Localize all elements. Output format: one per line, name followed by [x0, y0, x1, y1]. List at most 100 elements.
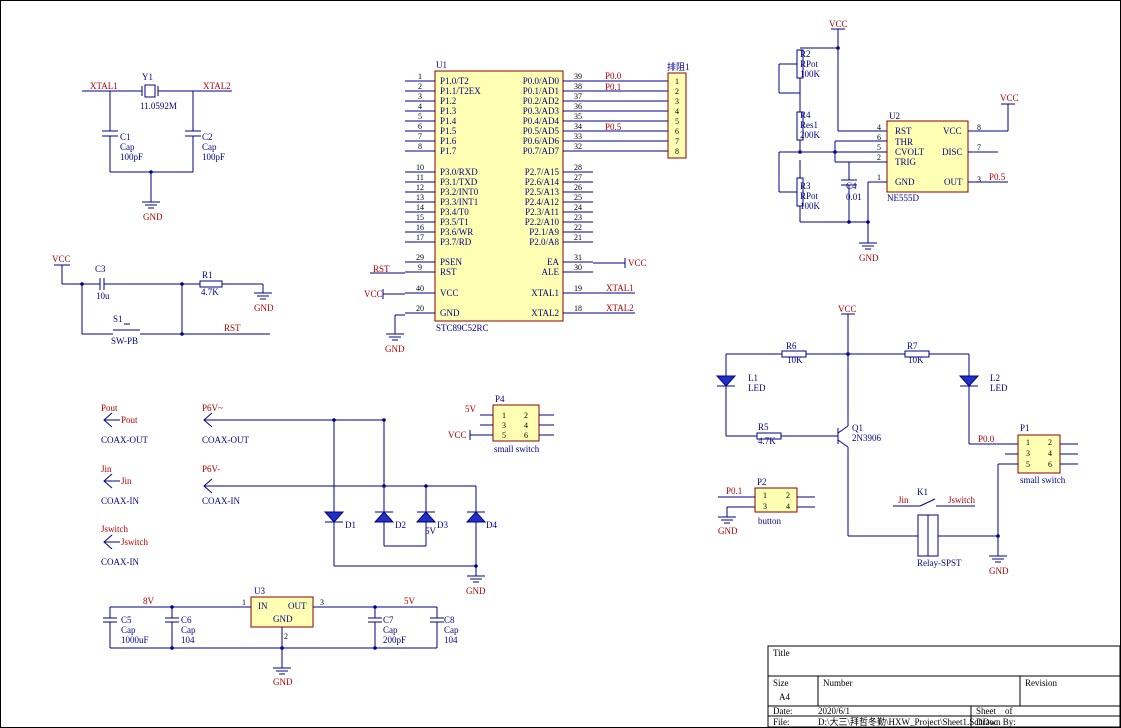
u1-pin-num: 37 — [574, 92, 582, 101]
ne555-timer[interactable]: U2 NE555D RST THR CVOLT TRIG GND 4 6 5 2… — [778, 19, 1019, 263]
u1-net-xtal2: XTAL2 — [606, 303, 634, 313]
c2-designator: C2 — [202, 132, 213, 142]
u1-pin-name: P2.4/A12 — [525, 197, 559, 207]
u1-pin-num: 16 — [416, 223, 424, 232]
p4-pin-6: 6 — [524, 431, 528, 440]
crystal-value: 11.0592M — [140, 101, 177, 111]
bridge-p6v-dc: P6V- — [202, 464, 220, 474]
p2-pin-1: 1 — [763, 491, 767, 500]
c1-value: 100pF — [120, 152, 143, 162]
p2-pin-3: 3 — [763, 502, 767, 511]
u2-num-8: 8 — [977, 123, 981, 132]
c6-type: Cap — [181, 625, 196, 635]
crystal-circuit[interactable]: XTAL1 XTAL2 Y1 11.0592M GND C1 Cap 100pF… — [82, 72, 232, 222]
u1-pin-num: 31 — [574, 253, 582, 262]
u2-num-3: 3 — [977, 175, 981, 184]
coax-connectors[interactable]: Pout Pout COAX-OUT Jin Jin COAX-IN Jswit… — [101, 403, 149, 567]
r3-value: 100K — [800, 201, 821, 211]
u1-pin-num: 13 — [416, 193, 424, 202]
p1-pin-1: 1 — [1026, 438, 1030, 447]
l2-type: LED — [990, 383, 1008, 393]
u1-net-p00: P0.0 — [605, 71, 622, 81]
u1-pin-name: P0.2/AD2 — [523, 96, 559, 106]
s1-type: SW-PB — [111, 336, 138, 346]
r4-designator: R4 — [800, 110, 811, 120]
u1-pin-num: 2 — [418, 82, 422, 91]
u1-pin-num: 39 — [574, 72, 582, 81]
u1-pin-num: 1 — [418, 72, 422, 81]
tb-file-label: File: — [773, 717, 790, 727]
u2-pin-gnd: GND — [895, 177, 915, 187]
u1-pin-num: 7 — [418, 132, 422, 141]
voltage-regulator[interactable]: U3 IN OUT GND 1 2 3 GND 8V 5V C5 Cap 100… — [103, 586, 459, 687]
u1-pin-num: 26 — [574, 183, 582, 192]
u1-net-vcc: VCC — [364, 289, 383, 299]
r1-value: 4.7K — [201, 287, 219, 297]
u2-num-7: 7 — [977, 143, 981, 152]
u2-pin-cvolt: CVOLT — [895, 147, 925, 157]
u1-pin-name: XTAL2 — [531, 308, 559, 318]
u1-pin-name: P0.6/AD6 — [523, 136, 560, 146]
u1-net-p05: P0.5 — [605, 122, 622, 132]
reset-net-rst: RST — [224, 323, 241, 333]
u1-pin-name: P0.1/AD1 — [523, 86, 559, 96]
u3-in: IN — [258, 601, 268, 611]
crystal-designator: Y1 — [142, 72, 153, 82]
u2-gnd: GND — [859, 253, 879, 263]
tb-file-value: D:\大三\拜哲冬勤\HXW_Project\Sheet1.SchDoc — [818, 716, 998, 727]
p4-small-switch[interactable]: P4 1 2 3 4 5 6 5V VCC small switch — [448, 394, 554, 454]
u1-pin-num: 20 — [416, 304, 424, 313]
reset-circuit[interactable]: VCC GND C3 10u R1 4.7K S1 SW-PB RST — [52, 254, 274, 346]
p2-pin-2: 2 — [786, 491, 790, 500]
c2-type: Cap — [202, 142, 217, 152]
u1-pin-name: P1.2 — [440, 96, 456, 106]
u1-pin-name: P2.2/A10 — [525, 217, 560, 227]
u2-pin-rst: RST — [895, 126, 912, 136]
header-pin: 8 — [675, 147, 679, 156]
u1-pin-name: P0.3/AD3 — [523, 106, 560, 116]
p4-pin-4: 4 — [524, 421, 528, 430]
c8-value: 104 — [444, 635, 458, 645]
u2-pin-out: OUT — [944, 177, 963, 187]
u1-pin-name: P0.7/AD7 — [523, 146, 560, 156]
u1-pin-num: 33 — [574, 132, 582, 141]
header-designator: 排阻1 — [667, 61, 690, 72]
u1-pin-name: P3.5/T1 — [440, 217, 469, 227]
u1-pin-name: ALE — [542, 267, 560, 277]
u1-pin-name: RST — [440, 267, 457, 277]
bridge-rectifier[interactable]: P6V~ COAX-OUT P6V- COAX-IN GND D1 D2 D3 … — [202, 403, 497, 596]
u1-pin-num: 5 — [418, 112, 422, 121]
p1-net: P0.0 — [978, 434, 995, 444]
u1-pin-num: 17 — [416, 233, 424, 242]
header-pin: 7 — [675, 137, 679, 146]
r6-designator: R6 — [786, 341, 797, 351]
u1-pin-num: 14 — [416, 203, 424, 212]
coax-pout-label: Pout — [121, 415, 138, 425]
c3-designator: C3 — [95, 264, 106, 274]
tb-number-label: Number — [823, 678, 853, 688]
u1-pin-num: 28 — [574, 163, 582, 172]
c6-value: 104 — [181, 635, 195, 645]
coax-jin-net: Jin — [101, 464, 112, 474]
u1-pin-num: 4 — [418, 102, 422, 111]
k1-net-jswitch: Jswitch — [948, 495, 976, 505]
u1-pin-name: P2.1/A9 — [529, 227, 559, 237]
p2-type: button — [758, 516, 782, 526]
u2-net-out: P0.5 — [989, 172, 1006, 182]
u2-num-1: 1 — [877, 173, 881, 182]
u1-pin-num: 3 — [418, 92, 422, 101]
u2-num-5: 5 — [877, 143, 881, 152]
p1-type: small switch — [1020, 475, 1066, 485]
reg-net-in: 8V — [143, 596, 155, 606]
s1-designator: S1 — [113, 314, 123, 324]
d1-label: D1 — [345, 520, 356, 530]
led-driver-circuit[interactable]: VCC R6 10K R7 10K L1 LED L2 LED R5 4.7K … — [715, 304, 1078, 576]
u2-pin-disc: DISC — [942, 147, 963, 157]
k1-net-jin: Jin — [898, 495, 909, 505]
u1-pin-num: 9 — [418, 263, 422, 272]
c5-type: Cap — [121, 625, 136, 635]
u1-pin-name: P3.0/RXD — [440, 167, 478, 177]
